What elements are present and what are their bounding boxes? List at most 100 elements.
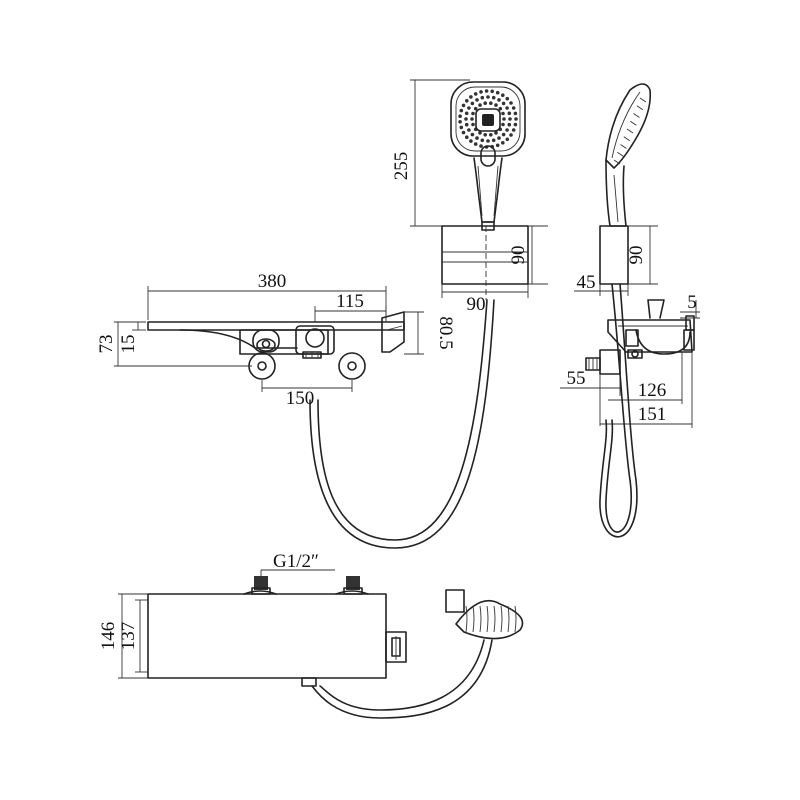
nozzle-dot (461, 130, 466, 135)
dim-label-137: 137 (118, 622, 139, 651)
nozzle-dot (479, 90, 483, 94)
nozzle-dot (495, 143, 500, 148)
side-ridge (636, 105, 644, 111)
dim-label-holder-height-front: 90 (508, 246, 529, 265)
dim-spout-height: 80.5 (404, 311, 456, 355)
dim-label-5: 5 (687, 292, 697, 313)
dim-label-380: 380 (258, 271, 287, 292)
dim-side-top: 5 (680, 292, 700, 319)
nozzle-dot (514, 117, 518, 121)
nozzle-dot (471, 111, 475, 116)
dim-body-length: 380 (147, 271, 387, 320)
dim-body-height: 73 15 (96, 321, 252, 367)
dim-total-depth: 151 (600, 352, 693, 428)
top-ridge (500, 605, 503, 633)
nozzle-dot (471, 122, 475, 127)
dim-label-126: 126 (638, 380, 667, 401)
dim-label-80-5: 80.5 (435, 316, 456, 349)
nozzle-dot (501, 141, 505, 145)
dim-spout-reach: 126 (608, 352, 683, 404)
nozzle-dot (511, 128, 516, 132)
nozzle-dot (469, 95, 473, 99)
nozzle-dot (465, 99, 469, 103)
side-ridge (626, 128, 634, 134)
nozzle-dot (486, 139, 490, 143)
holder-side-view: 90 45 (574, 225, 658, 296)
nozzle-pattern (458, 89, 518, 149)
mixer-top-view (118, 576, 524, 719)
nozzle-dot (491, 95, 496, 100)
nozzle-dot (479, 144, 483, 148)
nozzle-dot (470, 101, 475, 106)
top-ridges (465, 605, 517, 633)
nozzle-dot (464, 111, 469, 116)
nozzle-dot (458, 120, 462, 124)
top-ridge (486, 605, 489, 633)
nozzle-dot (483, 133, 488, 137)
nozzle-dot (494, 103, 498, 107)
dim-handshower-height: 255 (391, 79, 480, 227)
nozzle-dot (491, 138, 496, 143)
nozzle-dot (473, 92, 478, 96)
dim-label-55: 55 (567, 368, 586, 389)
nozzle-dot (509, 133, 513, 137)
side-ridge (617, 151, 624, 157)
nozzle-dot (511, 106, 516, 110)
nozzle-dot (478, 131, 482, 135)
dim-label-73: 73 (96, 335, 117, 354)
dim-label-255: 255 (391, 152, 412, 181)
nozzle-dot (464, 117, 468, 121)
nozzle-dot (469, 139, 473, 143)
nozzle-dot (475, 136, 479, 140)
nozzle-dot (461, 103, 466, 108)
nozzle-dot (458, 114, 462, 118)
top-ridge (472, 605, 475, 633)
top-ridge (493, 605, 496, 633)
dim-top-depth: 146 137 (98, 594, 141, 678)
side-ridge (613, 159, 621, 165)
nozzle-dot (478, 103, 482, 107)
nozzle-dot (480, 138, 485, 143)
nozzle-dot (501, 93, 505, 97)
nozzle-dot (489, 133, 493, 137)
nozzle-dot (498, 106, 503, 111)
side-ridge (633, 113, 640, 118)
nozzle-dot (507, 111, 512, 116)
nozzle-dot (464, 122, 469, 127)
nozzle-dot (513, 122, 518, 127)
nozzle-dot (501, 101, 506, 106)
dim-label-150: 150 (286, 388, 315, 409)
nozzle-dot (465, 135, 469, 139)
dim-label-15: 15 (118, 335, 139, 354)
nozzle-dot (505, 128, 509, 132)
mixer-side-view (585, 299, 695, 375)
nozzle-dot (475, 98, 479, 102)
nozzle-dot (502, 117, 506, 121)
nozzle-dot (480, 95, 485, 100)
nozzle-dot (459, 108, 464, 113)
nozzle-dot (513, 111, 518, 116)
holder-front-view: 90 90 (441, 225, 548, 315)
dim-outlet-width: 115 (314, 291, 387, 322)
top-ridge (479, 605, 482, 633)
side-ridges (613, 97, 647, 165)
nozzle-dot (470, 117, 474, 121)
nozzle-dot (459, 125, 464, 130)
nozzle-dot (509, 101, 513, 105)
dim-label-holder-height-side: 90 (626, 246, 647, 265)
nozzle-dot (508, 117, 512, 121)
nozzle-dot (497, 98, 501, 102)
side-ridge (623, 136, 631, 142)
nozzle-dot (489, 101, 493, 105)
nozzle-dot (497, 136, 501, 140)
nozzle-dot (490, 89, 495, 94)
nozzle-dot (501, 122, 505, 127)
nozzle-dot (484, 89, 489, 93)
side-ridge (620, 144, 627, 149)
dim-label-115: 115 (336, 291, 364, 312)
dim-label-holder-width: 90 (467, 294, 486, 315)
dim-inlet-depth: 55 (560, 368, 621, 426)
nozzle-dot (501, 132, 506, 137)
nozzle-dot (467, 128, 471, 132)
